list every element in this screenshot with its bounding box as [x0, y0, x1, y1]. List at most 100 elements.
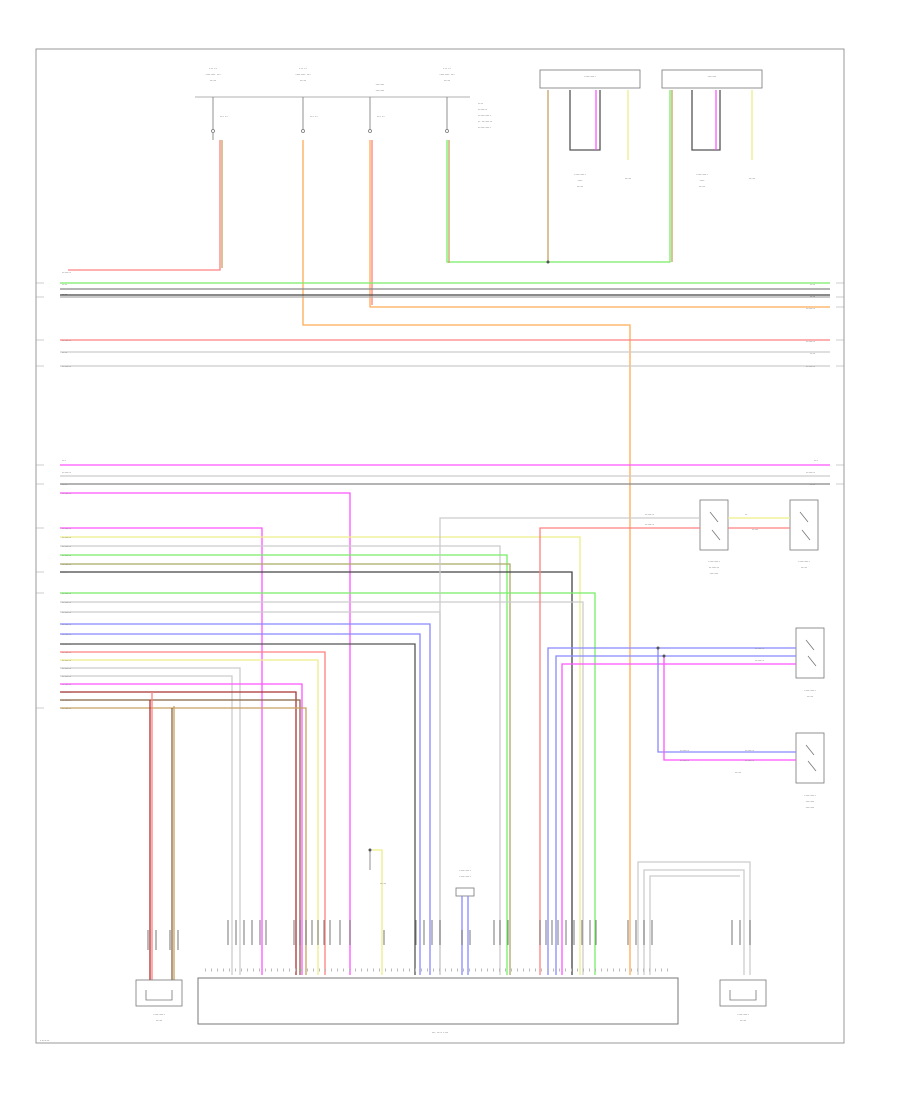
svg-text:·······: ······· [62, 698, 71, 703]
svg-text:···: ··· [62, 458, 66, 463]
svg-text:··· ··: ··· ·· [310, 114, 318, 119]
svg-text:·······: ······· [62, 544, 71, 549]
right-upper-wires [439, 517, 790, 975]
svg-text:·········: ········· [708, 559, 719, 564]
svg-text:··········: ·········· [478, 125, 491, 130]
svg-text:·····: ····· [577, 184, 583, 189]
top-switches [195, 96, 470, 140]
module-connector-pins [147, 920, 751, 950]
bus-group-4 [60, 527, 581, 975]
svg-text:·····: ····· [444, 78, 450, 83]
svg-text:·······: ······· [62, 610, 71, 615]
svg-text:·······: ······· [62, 666, 71, 671]
svg-text:·······: ······· [680, 748, 689, 753]
top-lamp-boxes [539, 69, 763, 89]
svg-text:········ ···: ········ ··· [439, 72, 454, 77]
svg-text:·······: ······· [376, 82, 385, 87]
svg-text:········ ···: ········ ··· [205, 72, 220, 77]
svg-text:··· ··: ··· ·· [299, 66, 307, 71]
svg-text:·····: ····· [300, 78, 306, 83]
svg-text:·········: ········· [798, 559, 809, 564]
svg-text:·······: ······· [710, 571, 719, 576]
svg-text:·······: ······· [62, 364, 71, 369]
svg-text:·······: ······· [62, 682, 71, 687]
svg-text:·········: ········· [574, 172, 585, 177]
svg-text:·········: ········· [584, 74, 595, 79]
svg-text:·······: ······· [806, 470, 815, 475]
svg-text:·······: ······· [755, 658, 764, 663]
bus-labels-right: ··············· ·················· ·····… [806, 282, 818, 487]
svg-text:·······: ······· [62, 642, 71, 647]
svg-text:·······: ······· [478, 107, 487, 112]
svg-text:····: ···· [810, 482, 815, 487]
control-module [197, 977, 679, 1025]
right-lower-wires [637, 861, 751, 975]
svg-text:·······: ······· [806, 339, 815, 344]
svg-text:·······: ······· [62, 591, 71, 596]
svg-text:········ ···: ········ ··· [295, 72, 310, 77]
svg-text:·······: ······· [62, 491, 71, 496]
bus-labels-mid: ······· ······· ······· ······· ······· ····… [62, 526, 71, 711]
svg-text:·······: ······· [806, 364, 815, 369]
svg-text:··· ··: ··· ·· [220, 114, 228, 119]
svg-text:·········: ········· [459, 868, 470, 873]
svg-text:·······: ······· [806, 306, 815, 311]
svg-text:·······: ······· [745, 748, 754, 753]
svg-text:·········: ········· [459, 874, 470, 879]
junction-dots [368, 260, 666, 852]
svg-text:·····: ····· [807, 694, 813, 699]
top-lamp-labels: ········· ······· ·················· ···… [574, 74, 755, 189]
svg-text:·····: ····· [699, 184, 705, 189]
svg-text:····: ···· [478, 101, 483, 106]
svg-text:·········: ········· [804, 688, 815, 693]
right-upper-labels: ·············· ······· ·················… [645, 512, 810, 576]
right-mid-components [795, 627, 825, 784]
right-mid-wires [547, 647, 796, 975]
svg-text:·······: ······· [755, 646, 764, 651]
svg-text:·······: ······· [62, 622, 71, 627]
bus-group-3 [60, 464, 830, 975]
diagram-code: ······ [40, 1038, 50, 1044]
svg-text:·······: ······· [62, 526, 71, 531]
svg-text:··········: ·········· [478, 113, 491, 118]
left-motor [135, 979, 183, 1007]
svg-text:····: ···· [62, 292, 67, 297]
svg-text:····: ···· [577, 178, 582, 183]
svg-text:·····: ····· [210, 78, 216, 83]
svg-text:·····: ····· [380, 881, 386, 886]
svg-text:·······: ······· [62, 632, 71, 637]
svg-text:·······: ······· [806, 799, 815, 804]
svg-text:·······: ······· [376, 88, 385, 93]
svg-text:··· ··: ··· ·· [209, 66, 217, 71]
bus-labels-left: ··············· ·················· ·····… [62, 270, 71, 496]
svg-text:·········: ········· [696, 172, 707, 177]
svg-text:·······: ······· [645, 512, 654, 517]
svg-text:········: ········ [709, 565, 719, 570]
svg-text:·······: ······· [708, 74, 717, 79]
svg-text:··: ·· [745, 512, 748, 517]
svg-text:··· ··: ··· ·· [377, 114, 385, 119]
svg-text:·······: ······· [806, 805, 815, 810]
border-ticks [36, 282, 844, 709]
module-label: ··· ···· ···· [432, 1030, 449, 1035]
svg-text:·····: ····· [749, 176, 755, 181]
bus-group-5 [60, 592, 596, 975]
svg-text:·······: ······· [62, 650, 71, 655]
svg-text:····: ···· [699, 178, 704, 183]
ground-labels: ····· ·················· [380, 868, 471, 886]
top-wires [68, 90, 830, 975]
svg-text:·····: ····· [735, 770, 741, 775]
svg-text:·······: ······· [680, 758, 689, 763]
right-mid-labels: ·············· ·············· ··········… [680, 646, 816, 810]
svg-text:····: ···· [810, 294, 815, 299]
svg-text:····: ···· [810, 351, 815, 356]
svg-text:·· ········: ·· ········ [478, 119, 492, 124]
svg-text:·······: ······· [62, 470, 71, 475]
svg-text:·····: ····· [801, 565, 807, 570]
svg-text:·······: ······· [62, 674, 71, 679]
bus-group-1 [60, 282, 830, 298]
svg-text:·······: ······· [62, 535, 71, 540]
svg-text:·····: ····· [156, 1018, 162, 1023]
svg-text:·······: ······· [62, 600, 71, 605]
